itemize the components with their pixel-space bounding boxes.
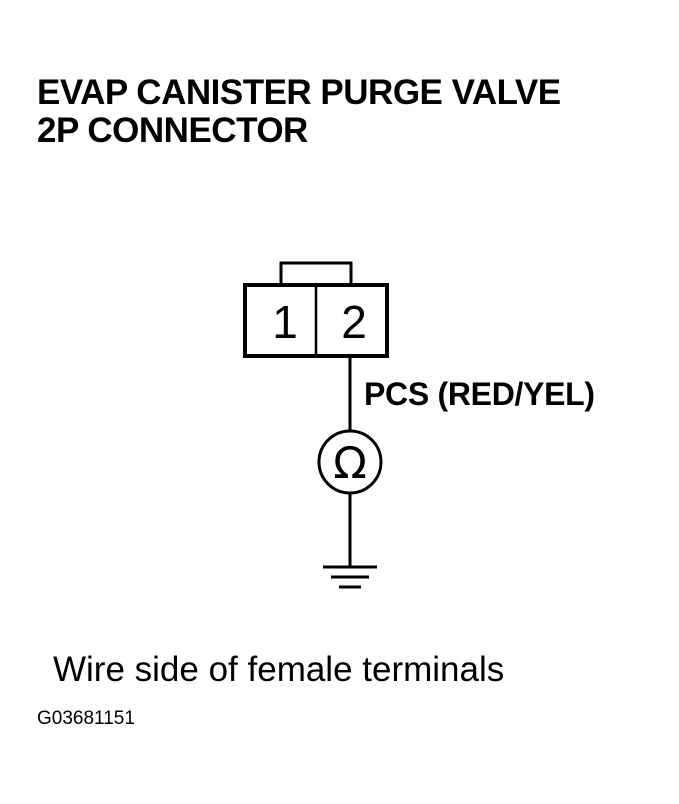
diagram-title: EVAP CANISTER PURGE VALVE 2P CONNECTOR [37,74,561,150]
figure-code: G03681151 [37,708,135,729]
terminal-1-label: 1 [272,296,298,348]
title-line-1: EVAP CANISTER PURGE VALVE [37,73,561,112]
caption: Wire side of female terminals [53,650,505,689]
title-line-2: 2P CONNECTOR [37,111,308,150]
connector-lock-tab [279,261,353,287]
terminal-2-label: 2 [341,296,367,348]
ohmmeter-icon: Ω [317,429,383,495]
ohm-symbol: Ω [333,438,367,489]
ground-icon [323,565,377,589]
connector: 1 2 [243,261,389,358]
wire-label: PCS (RED/YEL) [364,376,595,412]
